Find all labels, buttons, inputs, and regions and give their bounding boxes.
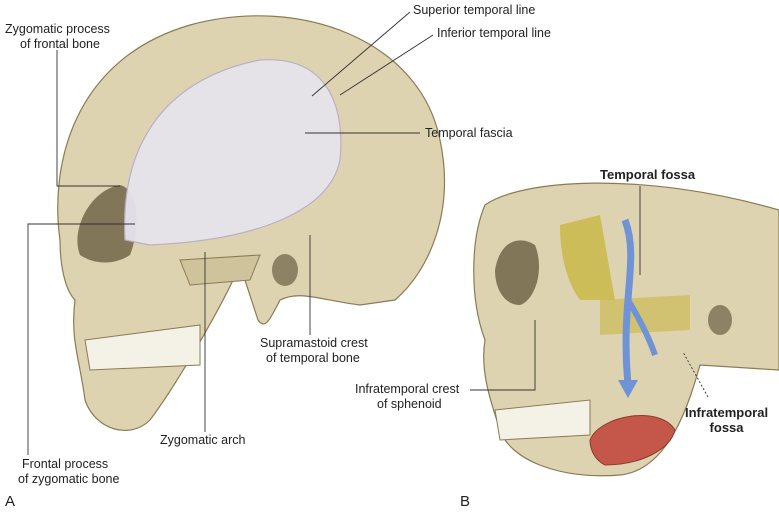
label-line: Infratemporal	[685, 405, 769, 420]
label-line: of zygomatic bone	[18, 472, 120, 486]
temporal-fossa-highlight	[560, 215, 615, 300]
label-line: of frontal bone	[20, 37, 100, 51]
label-line: of temporal bone	[266, 351, 360, 365]
label-zygomatic-arch: Zygomatic arch	[160, 433, 246, 447]
panel-letter-a: A	[5, 493, 16, 510]
label-temporal-fascia: Temporal fascia	[425, 126, 513, 140]
skull-lateral-view-a	[57, 15, 446, 431]
leader-lines	[27, 11, 709, 455]
ear-canal-b	[708, 305, 732, 335]
label-line: Infratemporal crest	[355, 382, 460, 396]
masseter-muscle	[589, 415, 676, 466]
zygomatic-arch-shape	[179, 254, 261, 286]
label-temporal-fossa: Temporal fossa	[600, 167, 696, 182]
label-superior-temporal-line: Superior temporal line	[413, 3, 536, 17]
arrow-into-infratemporal	[621, 218, 635, 386]
orbit-b	[495, 240, 540, 305]
label-line: Zygomatic process	[5, 22, 110, 36]
temporal-fascia-shape	[123, 59, 342, 246]
label-line: Frontal process	[22, 457, 109, 471]
label-line: Supramastoid crest	[260, 336, 368, 350]
teeth-b	[494, 399, 591, 441]
label-line: fossa	[709, 420, 744, 435]
label-line: of sphenoid	[377, 397, 442, 411]
panel-letter-b: B	[460, 493, 471, 510]
skull-lateral-view-b	[473, 182, 779, 477]
teeth-a	[84, 324, 201, 371]
label-inferior-temporal-line: Inferior temporal line	[437, 26, 551, 40]
ear-canal-a	[272, 254, 298, 286]
